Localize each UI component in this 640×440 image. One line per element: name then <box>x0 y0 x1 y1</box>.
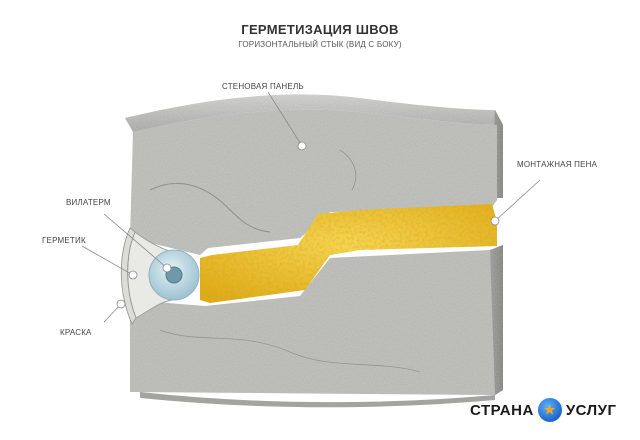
label-vilaterm: ВИЛАТЕРМ <box>66 198 111 207</box>
label-sealant: ГЕРМЕТИК <box>42 236 86 245</box>
brand-logo: СТРАНА ★ УСЛУГ <box>470 398 616 422</box>
label-paint: КРАСКА <box>60 328 92 337</box>
leader-lines <box>81 91 541 323</box>
lower-wall-panel <box>130 245 503 408</box>
vilaterm-rod <box>148 249 200 301</box>
upper-wall-panel <box>125 94 503 255</box>
diagram-title: ГЕРМЕТИЗАЦИЯ ШВОВ <box>241 22 399 37</box>
diagram-subtitle: ГОРИЗОНТАЛЬНЫЙ СТЫК (ВИД С БОКУ) <box>238 40 402 49</box>
paint-layer <box>120 227 137 325</box>
callout-dots <box>116 141 500 309</box>
brand-right-text: УСЛУГ <box>565 401 617 419</box>
brand-left-text: СТРАНА <box>470 401 534 419</box>
label-mounting-foam: МОНТАЖНАЯ ПЕНА <box>517 160 598 169</box>
label-wall-panel: СТЕНОВАЯ ПАНЕЛЬ <box>222 82 304 91</box>
handshake-icon: ★ <box>537 398 562 422</box>
